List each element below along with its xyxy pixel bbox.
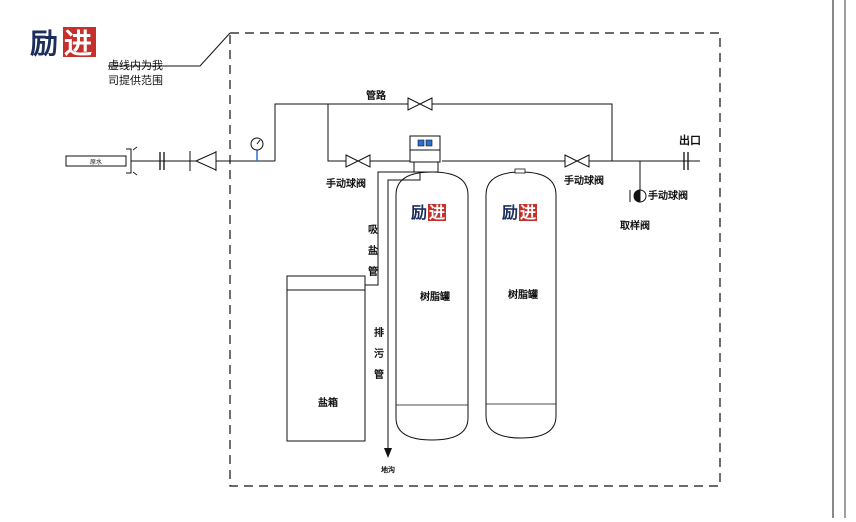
label-salt-pipe-3: 管 [368,265,378,278]
tank1-logo-block [428,204,446,221]
inlet-assembly: 原水 [65,146,275,176]
tank2-top-port [514,168,526,174]
flange-hatch-2 [132,171,138,176]
logo-char-1: 励 [30,27,58,60]
tank1-logo-char-1: 励 [411,203,427,222]
salt-tank: 盐箱 [286,275,366,442]
outlet-flange [683,152,689,170]
resin-tank-1: 励 进 树脂罐 [395,171,469,441]
label-floor-drain: 地沟 [381,465,395,474]
ball-valve-icon [345,154,371,168]
scope-boundary [229,32,721,487]
ball-valve-icon [407,97,433,111]
tank2-logo-char-2: 进 [520,203,536,222]
label-sample-valve: 取样阀 [620,219,650,232]
label-salt-pipe-2: 盐 [368,244,378,257]
drain-arrow-icon [384,448,392,458]
check-valve-icon [189,151,217,171]
label-drain-pipe-2: 污 [374,347,384,360]
sample-valve-icon [629,189,647,203]
label-pipe-top: 管路 [366,89,387,102]
ball-valve-icon [564,154,590,168]
bypass-line [274,103,613,161]
pump-icon [409,135,441,173]
label-salt-pipe-1: 吸 [368,224,379,236]
inlet-label: 原水 [90,158,102,166]
logo-char-2: 进 [64,27,92,60]
flange-hatch-1 [132,146,138,151]
tank2-logo-block [519,204,537,221]
label-resin-tank-1: 树脂罐 [420,290,450,303]
scope-note-line2: 司提供范围 [108,73,163,87]
label-valve-right: 手动球阀 [564,174,604,187]
brine-suction-line [365,171,414,286]
label-valve-sample: 手动球阀 [648,189,688,202]
scope-note-leader [108,32,231,67]
label-valve-left: 手动球阀 [326,177,366,190]
label-salt-tank: 盐箱 [318,396,338,409]
inlet-pipe-stub [65,155,127,167]
label-drain-pipe-3: 管 [374,368,384,381]
flange-icon [126,148,132,174]
feed-line [327,104,418,162]
pressure-gauge-icon [250,137,264,161]
logo-red-block [63,27,96,57]
company-logo: 励 进 [30,27,96,60]
scope-note-line1: 虚线内为我 [108,58,163,72]
tank2-logo-char-1: 励 [502,203,518,222]
label-outlet: 出口 [679,133,701,147]
tank1-logo-char-2: 进 [429,203,445,222]
label-resin-tank-2: 树脂罐 [508,288,538,301]
resin-tank-2: 励 进 树脂罐 [485,168,557,439]
drain-line [387,172,421,455]
label-drain-pipe-1: 排 [374,326,384,339]
